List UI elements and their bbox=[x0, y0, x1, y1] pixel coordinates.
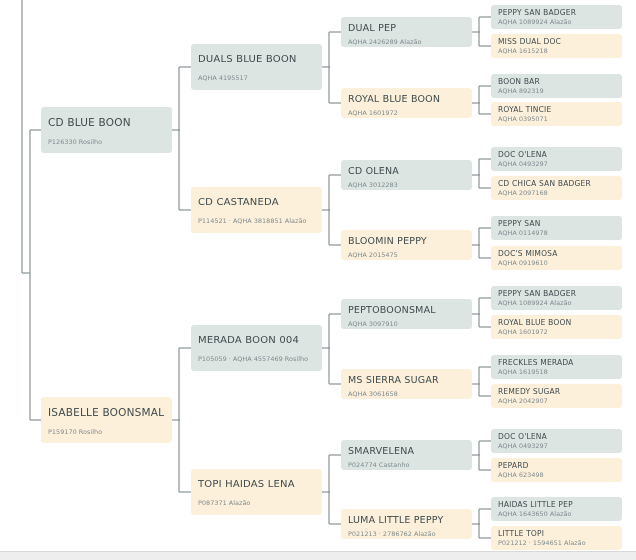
horse-name: ROYAL BLUE BOON bbox=[498, 318, 572, 327]
horse-registration: P087371 Alazão bbox=[198, 499, 251, 507]
horse-registration: AQHA 2097168 bbox=[498, 189, 548, 197]
horse-card-g3-0[interactable]: DUAL PEP AQHA 2426289 Alazão bbox=[341, 17, 472, 47]
horse-name: DOC O'LENA bbox=[498, 150, 547, 159]
horse-registration: AQHA 0919610 bbox=[498, 259, 548, 267]
horse-name: DOC'S MIMOSA bbox=[498, 249, 558, 258]
horse-name: REMEDY SUGAR bbox=[498, 387, 561, 396]
horse-registration: AQHA 1601972 bbox=[348, 109, 398, 117]
horse-name: HAIDAS LITTLE PEP bbox=[498, 500, 573, 509]
horse-registration: P159170 Rosilho bbox=[48, 428, 103, 436]
horse-name: DUALS BLUE BOON bbox=[198, 54, 297, 65]
horse-name: CD OLENA bbox=[348, 166, 399, 177]
horse-name: CD CASTANEDA bbox=[198, 197, 279, 208]
horse-card-g3-7[interactable]: LUMA LITTLE PEPPY P021213 · 2786762 Alazã… bbox=[341, 509, 472, 539]
horse-registration: AQHA 2015475 bbox=[348, 251, 398, 259]
horse-name: MISS DUAL DOC bbox=[498, 37, 562, 46]
horse-card-g3-5[interactable]: MS SIERRA SUGAR AQHA 3061658 bbox=[341, 369, 472, 399]
horizontal-scrollbar[interactable] bbox=[0, 551, 636, 560]
horse-registration: AQHA 1643650 Alazão bbox=[498, 510, 572, 518]
horse-name: CD BLUE BOON bbox=[48, 117, 131, 129]
horse-card-g3-6[interactable]: SMARVELENA P024774 Castanho bbox=[341, 440, 472, 470]
horse-registration: AQHA 4195517 bbox=[198, 74, 248, 82]
horse-registration: AQHA 2042907 bbox=[498, 397, 548, 405]
horse-registration: AQHA 1615218 bbox=[498, 47, 548, 55]
horse-registration: AQHA 1089924 Alazão bbox=[498, 18, 572, 26]
horse-name: BLOOMIN PEPPY bbox=[348, 236, 427, 247]
horse-name: ISABELLE BOONSMAL bbox=[48, 407, 165, 419]
horse-card-g3-2[interactable]: CD OLENA AQHA 3012283 bbox=[341, 160, 472, 190]
horse-name: MERADA BOON 004 bbox=[198, 335, 300, 346]
horse-name: CD CHICA SAN BADGER bbox=[498, 179, 591, 188]
horse-registration: AQHA 1089924 Alazão bbox=[498, 299, 572, 307]
horse-registration: P126330 Rosilho bbox=[48, 138, 103, 146]
horse-registration: AQHA 3061658 bbox=[348, 390, 398, 398]
horse-name: PEPTOBOONSMAL bbox=[348, 305, 436, 316]
horse-registration: AQHA 3012283 bbox=[348, 181, 398, 189]
horse-card-g1-1[interactable]: ISABELLE BOONSMAL P159170 Rosilho bbox=[41, 397, 172, 443]
horse-registration: AQHA 0114978 bbox=[498, 229, 548, 237]
horse-card-g2-0[interactable]: DUALS BLUE BOON AQHA 4195517 bbox=[191, 44, 322, 90]
horse-name: ROYAL TINCIE bbox=[498, 105, 552, 114]
horse-name: BOON BAR bbox=[498, 77, 540, 86]
horse-registration: P024774 Castanho bbox=[348, 461, 410, 469]
horse-name: FRECKLES MERADA bbox=[498, 358, 574, 367]
horse-card-g2-1[interactable]: CD CASTANEDA P114521 · AQHA 3818851 Alazã… bbox=[191, 187, 322, 233]
horse-name: LITTLE TOPI bbox=[498, 529, 545, 538]
horse-name: LUMA LITTLE PEPPY bbox=[348, 515, 444, 526]
horse-name: PEPPY SAN BADGER bbox=[498, 8, 577, 17]
horse-registration: AQHA 0395071 bbox=[498, 115, 548, 123]
horse-registration: P114521 · AQHA 3818851 Alazão bbox=[198, 217, 307, 225]
horse-card-g3-3[interactable]: BLOOMIN PEPPY AQHA 2015475 bbox=[341, 230, 472, 260]
horse-name: DOC O'LENA bbox=[498, 432, 547, 441]
horse-registration: AQHA 2426289 Alazão bbox=[348, 38, 422, 46]
horse-name: ROYAL BLUE BOON bbox=[348, 94, 441, 105]
horse-card-g3-4[interactable]: PEPTOBOONSMAL AQHA 3097910 bbox=[341, 299, 472, 329]
horse-registration: P105059 · AQHA 4557469 Rosilho bbox=[198, 355, 309, 363]
horse-name: DUAL PEP bbox=[348, 23, 397, 34]
horse-registration: AQHA 623498 bbox=[498, 471, 544, 479]
horse-card-g3-1[interactable]: ROYAL BLUE BOON AQHA 1601972 bbox=[341, 88, 472, 118]
horse-name: MS SIERRA SUGAR bbox=[348, 375, 439, 386]
horse-name: TOPI HAIDAS LENA bbox=[198, 479, 295, 490]
horse-registration: AQHA 0493297 bbox=[498, 442, 548, 450]
horse-registration: P021212 · 1594651 Alazão bbox=[498, 539, 586, 547]
horse-name: PEPARD bbox=[498, 461, 529, 470]
horse-registration: P021213 · 2786762 Alazão bbox=[348, 530, 436, 538]
horse-name: SMARVELENA bbox=[348, 446, 415, 457]
horse-registration: AQHA 3097910 bbox=[348, 320, 398, 328]
horse-card-g1-0[interactable]: CD BLUE BOON P126330 Rosilho bbox=[41, 107, 172, 153]
horse-registration: AQHA 1619518 bbox=[498, 368, 548, 376]
horse-name: PEPPY SAN bbox=[498, 219, 541, 228]
horse-card-g2-3[interactable]: TOPI HAIDAS LENA P087371 Alazão bbox=[191, 469, 322, 515]
horse-name: PEPPY SAN BADGER bbox=[498, 289, 577, 298]
horse-registration: AQHA 892319 bbox=[498, 87, 544, 95]
horse-registration: AQHA 0493297 bbox=[498, 160, 548, 168]
horse-registration: AQHA 1601972 bbox=[498, 328, 548, 336]
